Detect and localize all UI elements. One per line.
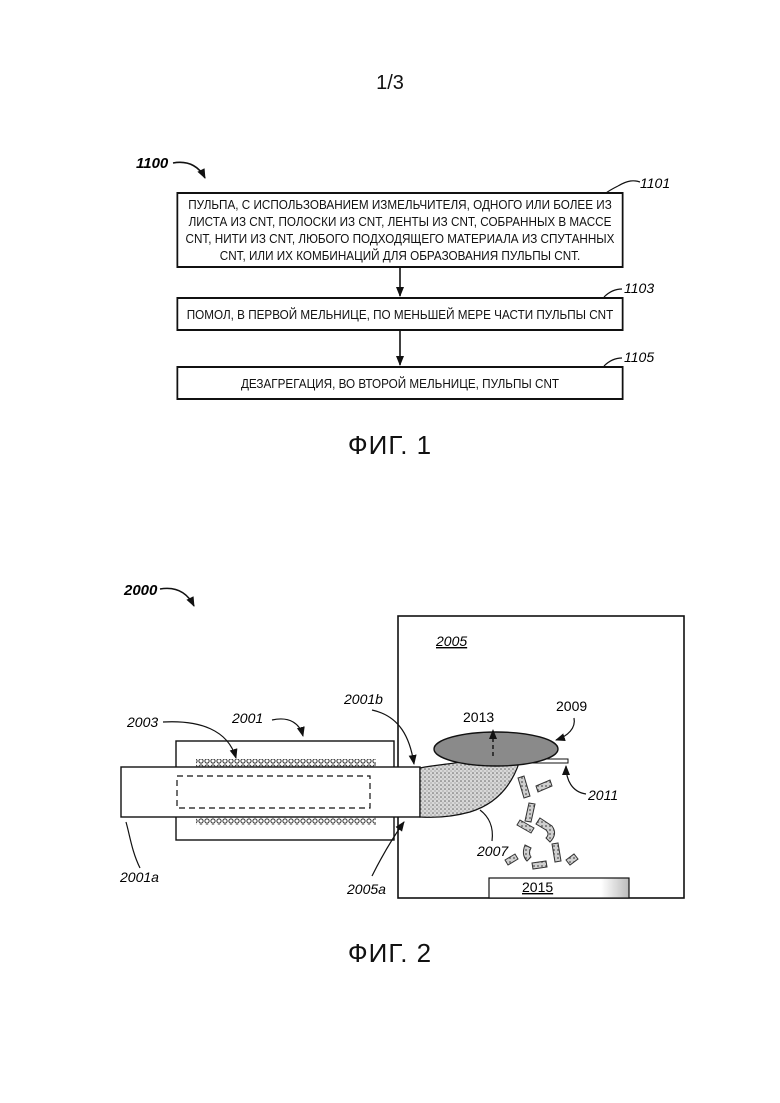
step-1101-leader <box>618 181 640 186</box>
figure1-ref-label: 1100 <box>136 155 169 172</box>
label-2009: 2009 <box>556 698 587 714</box>
step-box-1103: ПОМОЛ, В ПЕРВОЙ МЕЛЬНИЦЕ, ПО МЕНЬШЕЙ МЕР… <box>176 297 623 331</box>
label-2003: 2003 <box>126 714 158 730</box>
figure2-ref-arrow <box>160 588 194 606</box>
figure2-drawing: 2000 2005 2013 2015 2001 2003 2001b 2009 <box>0 560 780 920</box>
step-1103-leader <box>604 289 622 297</box>
label-2001b: 2001b <box>343 691 383 707</box>
label-2013: 2013 <box>463 709 494 725</box>
label-2005a: 2005a <box>346 881 386 897</box>
step-1103-ref: 1103 <box>624 280 654 296</box>
fragment <box>532 861 547 869</box>
figure1-ref-arrow <box>173 162 205 178</box>
step-box-1105: ДЕЗАГРЕГАЦИЯ, ВО ВТОРОЙ МЕЛЬНИЦЕ, ПУЛЬПЫ… <box>176 366 623 400</box>
figure1-caption: ФИГ. 1 <box>0 430 780 461</box>
disc-2009 <box>434 732 558 766</box>
label-2005: 2005 <box>435 633 467 649</box>
label-2015: 2015 <box>522 879 553 895</box>
step-1101-text: ПУЛЬПА, С ИСПОЛЬЗОВАНИЕМ ИЗМЕЛЬЧИТЕЛЯ, О… <box>178 196 622 264</box>
leader-2001a <box>126 822 140 868</box>
figure2-ref-label: 2000 <box>123 582 158 599</box>
collection-base-2015 <box>489 878 629 898</box>
label-2001a: 2001a <box>119 869 159 885</box>
label-2007: 2007 <box>476 843 509 859</box>
label-2001: 2001 <box>231 710 263 726</box>
leader-2001 <box>272 719 303 736</box>
step-1101-ref: 1101 <box>640 175 670 191</box>
figure2-caption: ФИГ. 2 <box>0 938 780 969</box>
step-1105-leader <box>604 358 622 366</box>
fragment <box>523 845 531 861</box>
mill-tube <box>121 767 420 817</box>
step-1103-text: ПОМОЛ, В ПЕРВОЙ МЕЛЬНИЦЕ, ПО МЕНЬШЕЙ МЕР… <box>183 306 617 323</box>
label-2011: 2011 <box>587 787 618 803</box>
step-1105-text: ДЕЗАГРЕГАЦИЯ, ВО ВТОРОЙ МЕЛЬНИЦЕ, ПУЛЬПЫ… <box>237 375 562 392</box>
step-1105-ref: 1105 <box>624 349 654 365</box>
coil-top-2003 <box>196 759 376 767</box>
step-box-1101: ПУЛЬПА, С ИСПОЛЬЗОВАНИЕМ ИЗМЕЛЬЧИТЕЛЯ, О… <box>176 192 623 268</box>
coil-bottom-2003 <box>196 817 376 825</box>
